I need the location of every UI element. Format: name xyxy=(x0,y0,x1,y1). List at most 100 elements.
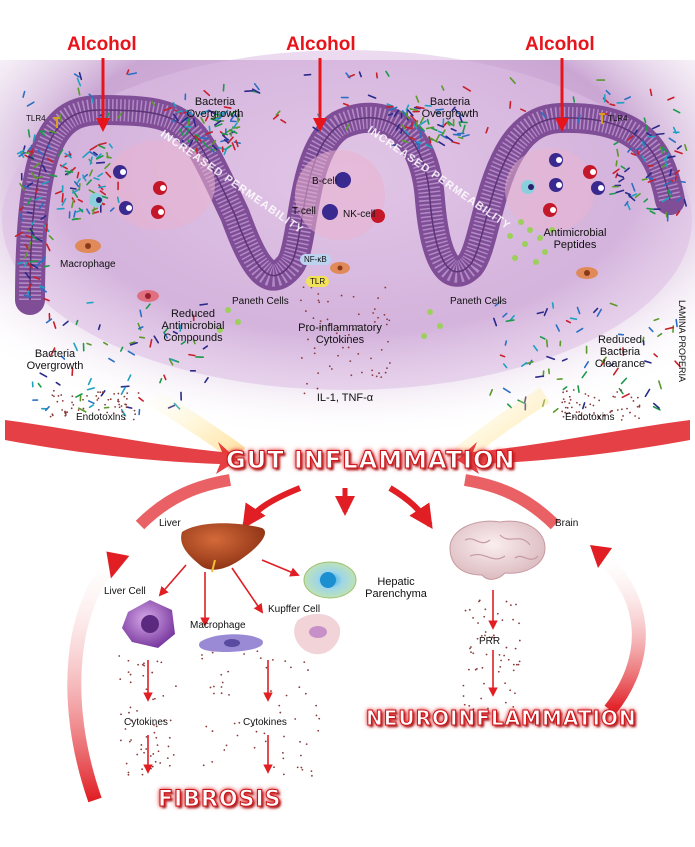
cytokine-dot xyxy=(480,634,483,637)
bacterium xyxy=(208,109,217,115)
bacterium xyxy=(667,189,672,198)
cytokine-dot xyxy=(638,417,640,420)
nk-cell-label: NK-cell xyxy=(343,209,376,220)
cytokine-dot xyxy=(302,286,305,289)
bacterium xyxy=(31,220,35,226)
bacterium xyxy=(413,123,418,129)
bacterium xyxy=(641,141,645,148)
cytokine-dot xyxy=(383,313,386,316)
bacterium xyxy=(609,103,616,107)
bacterium xyxy=(108,357,115,363)
bacterium xyxy=(120,386,127,396)
bacterium xyxy=(462,86,472,92)
cytokine-dot xyxy=(152,753,155,755)
cytokine-dot xyxy=(53,395,55,398)
bacterium xyxy=(661,196,670,203)
bacterium xyxy=(424,104,432,107)
bacterium xyxy=(583,361,590,369)
alcohol-label-right: Alcohol xyxy=(525,34,595,55)
cytokine-dot xyxy=(130,719,133,722)
cytokine-dot xyxy=(168,736,171,739)
cytokine-dot xyxy=(352,328,355,331)
cytokine-dot xyxy=(140,744,143,746)
bacterium xyxy=(509,314,515,322)
cytokine-dot xyxy=(477,622,479,624)
bacterium xyxy=(120,385,130,388)
cytokine-dot xyxy=(64,412,67,415)
tlr-badge: TLR xyxy=(306,276,330,287)
cytokine-dot xyxy=(504,701,507,704)
bacterium xyxy=(425,126,435,130)
cytokine-dot xyxy=(253,746,256,749)
cytokine-dot xyxy=(166,757,169,760)
cytokine-dot xyxy=(101,391,104,394)
il1-tnf-label: IL-1, TNF-α xyxy=(316,392,374,404)
bacterium xyxy=(54,190,63,195)
bacterium xyxy=(32,134,36,143)
bacterium xyxy=(76,77,82,87)
cytokine-dot xyxy=(149,755,152,757)
bacterium xyxy=(76,171,80,179)
bacterium xyxy=(431,127,438,132)
bacterium xyxy=(415,106,425,110)
cytokine-dot xyxy=(468,608,471,611)
bacterium xyxy=(199,303,209,306)
bacterium xyxy=(14,231,24,238)
bacterium xyxy=(434,108,444,111)
bacterium xyxy=(455,111,464,117)
bacterium xyxy=(452,133,461,136)
bacterium xyxy=(237,109,241,118)
cytokine-dot xyxy=(113,393,116,395)
bacterium xyxy=(499,354,506,358)
cytokine-dot xyxy=(117,392,120,395)
cytokine-dot xyxy=(141,773,144,776)
cytokine-dot xyxy=(118,406,121,409)
bacterium xyxy=(616,174,625,179)
cytokine-dot xyxy=(518,639,521,642)
bacterium xyxy=(367,94,377,99)
bacterium xyxy=(74,180,80,188)
alcohol-arrows xyxy=(96,58,569,132)
bacterium xyxy=(120,408,127,417)
cytokine-dot xyxy=(145,748,148,750)
cytokine-dot xyxy=(201,654,203,656)
cytokine-dot xyxy=(211,651,214,654)
bacterium xyxy=(458,115,463,123)
bacterium xyxy=(64,170,74,173)
cytokine-dot xyxy=(137,392,140,394)
cytokine-dot xyxy=(156,660,159,663)
antimicrobial-peptides-label: Antimicrobial Peptides xyxy=(543,227,607,251)
bacterium xyxy=(78,182,81,191)
bacterium xyxy=(187,139,192,145)
cytokine-dot xyxy=(238,721,241,724)
cytokine-dot xyxy=(501,619,504,621)
cytokine-dot xyxy=(313,352,316,355)
bacterium xyxy=(28,241,32,250)
bacterium xyxy=(582,402,586,410)
cytokine-dot xyxy=(86,394,88,397)
cytokine-dot xyxy=(561,410,564,413)
cytokine-dot xyxy=(564,411,567,414)
cytokine-dot xyxy=(515,663,518,666)
cytokine-dot xyxy=(514,647,517,650)
cytokine-dot xyxy=(285,694,288,697)
cytokine-dot xyxy=(284,660,287,663)
cytokine-dot xyxy=(371,374,374,377)
bacterium xyxy=(618,387,624,395)
bacterium xyxy=(232,122,238,130)
cytokine-dot xyxy=(153,731,156,734)
tissue-macrophages xyxy=(75,239,598,302)
cytokine-dot xyxy=(496,612,499,615)
cytokine-dot xyxy=(472,652,475,655)
cytokine-dot xyxy=(225,744,228,747)
cytokine-dot xyxy=(300,754,302,757)
cytokine-dot xyxy=(152,698,154,701)
b-cell-label: B-cell xyxy=(312,176,338,187)
bacterium xyxy=(18,151,26,158)
bacterium xyxy=(451,106,456,112)
cytokine-dot xyxy=(143,662,145,665)
bacterium xyxy=(88,169,93,177)
bacterium xyxy=(628,194,636,202)
cytokine-dot xyxy=(566,406,569,409)
hepatic-parenchyma-label: Hepatic Parenchyma xyxy=(365,576,427,600)
